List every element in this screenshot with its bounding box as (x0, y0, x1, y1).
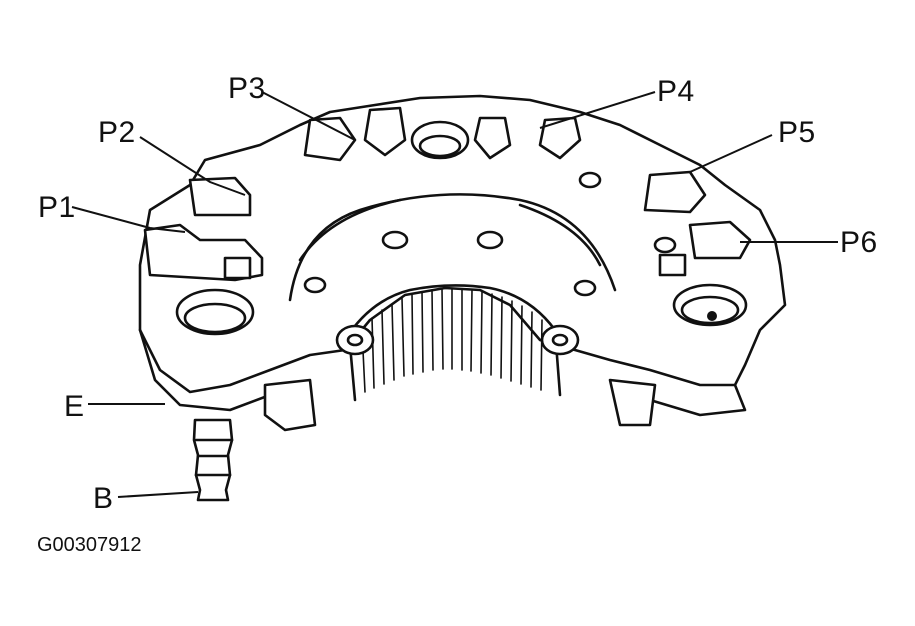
label-p5: P5 (778, 116, 816, 149)
terminal-stud-b (192, 418, 234, 502)
heat-sink-fins (361, 288, 543, 393)
mounting-hole-top (410, 120, 470, 160)
mounting-hole-right (672, 283, 748, 327)
leader-lines (71, 91, 838, 498)
label-p2: P2 (98, 116, 136, 149)
rectifier-plate (138, 94, 787, 394)
mounting-hole-left (175, 288, 255, 336)
diode-blocks (143, 106, 752, 432)
label-p1: P1 (38, 191, 76, 224)
label-p6: P6 (840, 226, 878, 259)
figure-code: G00307912 (37, 534, 142, 556)
label-p3: P3 (228, 72, 266, 105)
label-e: E (64, 390, 85, 423)
label-b: B (93, 482, 114, 515)
label-p4: P4 (657, 75, 695, 108)
